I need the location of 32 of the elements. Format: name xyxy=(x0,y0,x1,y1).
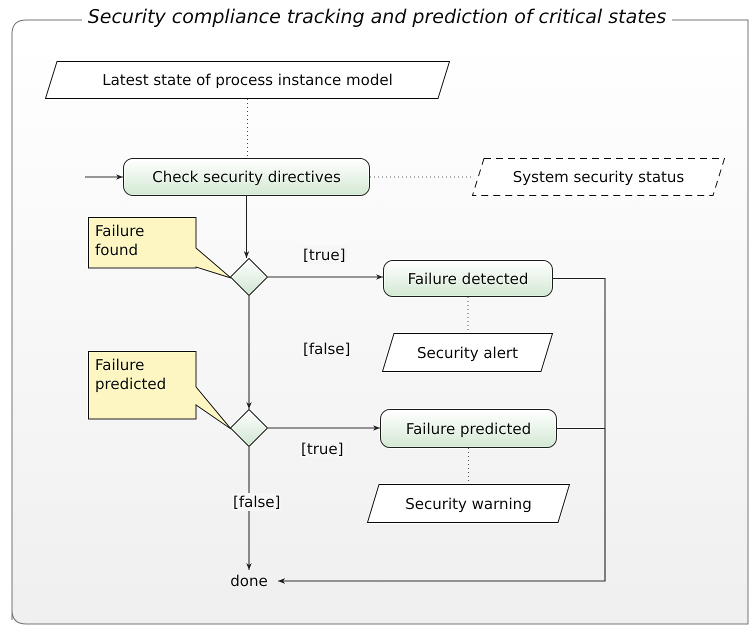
arrow xyxy=(268,425,380,431)
data-parallelogram xyxy=(382,333,553,372)
dashed-data-parallelogram xyxy=(472,158,725,196)
end-label: done xyxy=(230,572,268,590)
node-label: Check security directives xyxy=(152,168,341,186)
callout-note xyxy=(88,351,231,429)
action-box xyxy=(383,260,553,297)
node-label: Failure predicted xyxy=(94,355,168,395)
data-parallelogram xyxy=(367,484,570,523)
node-label: Latest state of process instance model xyxy=(102,71,393,89)
data-parallelogram xyxy=(45,61,450,99)
arrow xyxy=(85,174,123,180)
node-label: Security alert xyxy=(416,344,518,362)
decision-diamond xyxy=(230,258,268,296)
node-label: Security warning xyxy=(405,494,532,512)
diagram-title: Security compliance tracking and prediction of critical states xyxy=(82,6,672,28)
arrow xyxy=(246,296,252,409)
arrow xyxy=(244,196,250,258)
edge-label: [true] xyxy=(300,440,344,458)
arrow xyxy=(278,428,606,584)
arrow xyxy=(268,274,383,280)
node-label: System security status xyxy=(512,168,684,186)
edge-label: [false] xyxy=(232,493,282,511)
edge-label: [false] xyxy=(302,340,352,358)
action-box xyxy=(380,409,557,448)
decision-diamond xyxy=(230,409,268,447)
callout-note xyxy=(88,217,231,278)
action-box xyxy=(123,158,370,196)
node-label: Failure found xyxy=(94,221,146,261)
node-label: Failure predicted xyxy=(406,420,532,438)
node-label: Failure detected xyxy=(408,270,528,288)
edge-label: [true] xyxy=(302,246,346,264)
